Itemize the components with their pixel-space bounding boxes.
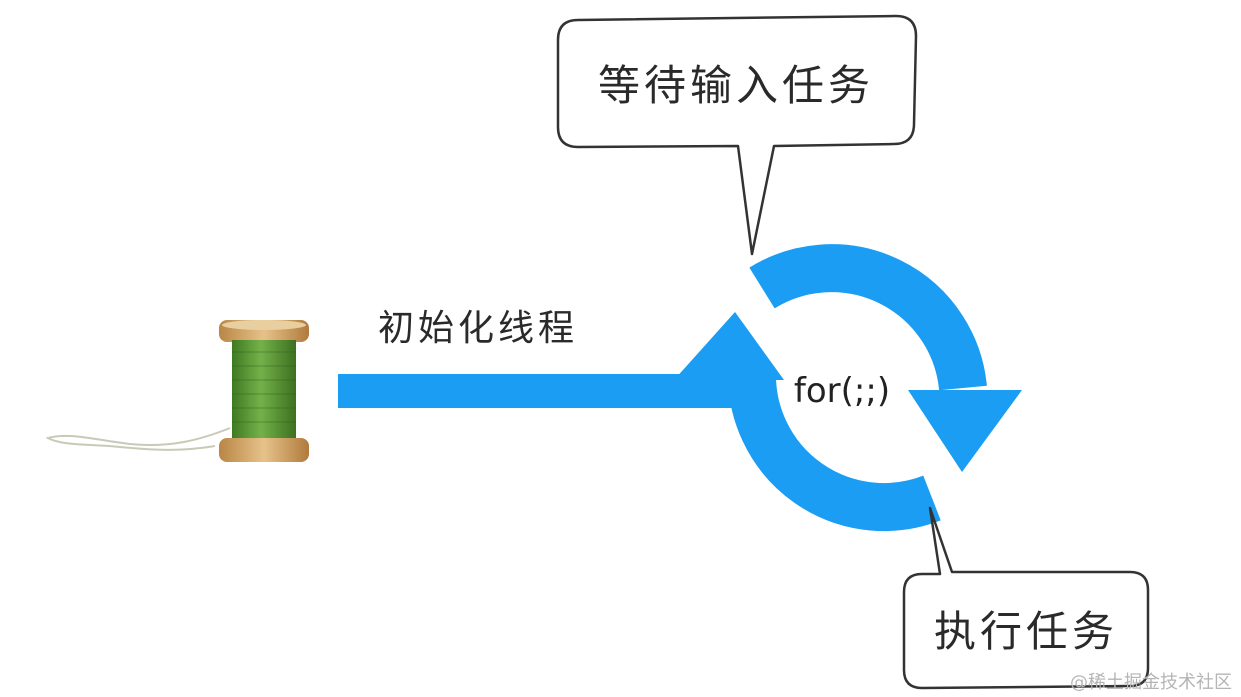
loop-arrowhead-left (674, 312, 784, 380)
execute-bubble-text: 执行任务 (934, 607, 1118, 656)
loop-code-label: for(;;) (794, 371, 890, 411)
event-loop-circle (674, 244, 1022, 532)
loop-arrowhead-right (908, 390, 1022, 472)
wait-task-bubble: 等待输入任务 (556, 14, 918, 256)
init-arrow-shaft (338, 374, 738, 408)
execute-bubble-shape (902, 506, 1150, 690)
spool-bottom-flange (219, 438, 309, 462)
wait-bubble-text: 等待输入任务 (598, 61, 874, 110)
thread-spool-illustration (45, 320, 309, 462)
loose-thread (45, 427, 231, 451)
execute-task-bubble: 执行任务 (902, 506, 1150, 690)
loop-arc-upper (749, 244, 987, 391)
wait-bubble-shape (556, 14, 918, 256)
loop-arc-lower (727, 371, 941, 532)
init-thread-label: 初始化线程 (378, 308, 578, 349)
watermark-text: @稀土掘金技术社区 (1070, 672, 1232, 693)
spool-thread-body (232, 340, 296, 440)
